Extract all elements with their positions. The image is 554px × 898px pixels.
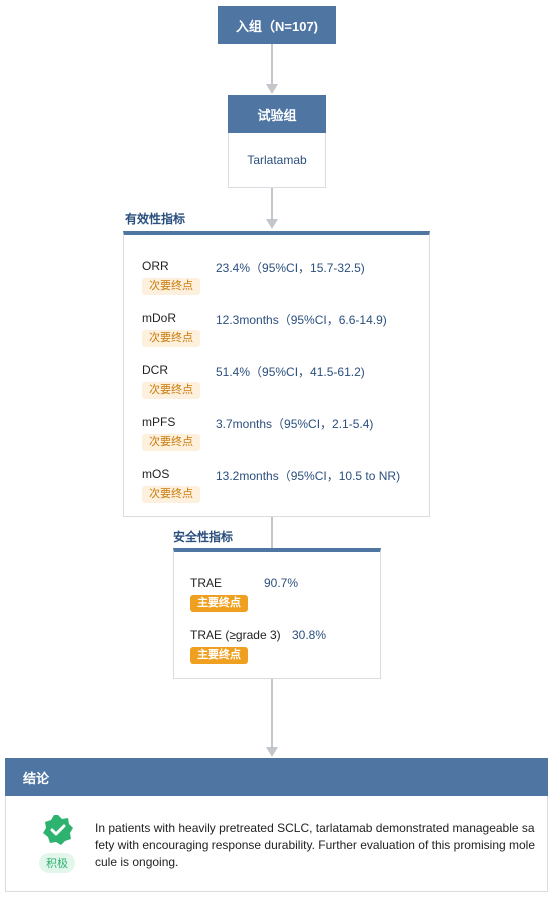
group-header-label: 试验组: [257, 107, 297, 123]
efficacy-title: 有效性指标: [125, 212, 186, 226]
enrollment-label: 入组（N=107): [236, 18, 318, 34]
positive-badge: 积极: [39, 853, 75, 873]
connector-line: [271, 679, 273, 749]
positive-check-icon: [42, 814, 74, 846]
metric-value: 13.2months（95%CI，10.5 to NR): [216, 469, 401, 483]
primary-endpoint-tag: 主要终点: [190, 647, 248, 664]
arrow-down-icon: [266, 747, 278, 757]
metric-name: TRAE: [190, 576, 223, 590]
secondary-endpoint-tag: 次要终点: [142, 434, 200, 451]
conclusion-text: In patients with heavily pretreated SCLC…: [95, 821, 536, 869]
connector-line: [271, 517, 273, 549]
conclusion-header: 结论: [5, 758, 548, 796]
metric-value: 23.4%（95%CI，15.7-32.5): [216, 261, 365, 275]
connector-line: [271, 188, 273, 221]
metric-value: 51.4%（95%CI，41.5-61.2): [216, 365, 365, 379]
group-drug: Tarlatamab: [247, 153, 307, 167]
conclusion-title: 结论: [23, 770, 50, 786]
safety-panel: TRAE 90.7% 主要终点 TRAE (≥grade 3) 30.8% 主要…: [173, 548, 381, 679]
secondary-endpoint-tag: 次要终点: [142, 382, 200, 399]
enrollment-box: 入组（N=107): [218, 6, 336, 44]
metric-name: mDoR: [142, 311, 177, 325]
safety-title: 安全性指标: [173, 530, 234, 544]
connector-line: [271, 44, 273, 86]
metric-name: ORR: [142, 259, 169, 273]
efficacy-panel: ORR 23.4%（95%CI，15.7-32.5) 次要终点 mDoR 12.…: [123, 231, 430, 517]
group-body: Tarlatamab: [228, 133, 326, 188]
secondary-endpoint-tag: 次要终点: [142, 330, 200, 347]
metric-name: mOS: [142, 467, 170, 481]
metric-name: mPFS: [142, 415, 176, 429]
arrow-down-icon: [266, 84, 278, 94]
secondary-endpoint-tag: 次要终点: [142, 486, 200, 503]
metric-name: DCR: [142, 363, 168, 377]
metric-value: 3.7months（95%CI，2.1-5.4): [216, 417, 374, 431]
group-header: 试验组: [228, 95, 326, 133]
metric-value: 30.8%: [292, 628, 327, 642]
primary-endpoint-tag: 主要终点: [190, 595, 248, 612]
metric-value: 12.3months（95%CI，6.6-14.9): [216, 313, 387, 327]
metric-value: 90.7%: [264, 576, 299, 590]
metric-name: TRAE (≥grade 3): [190, 628, 281, 642]
conclusion-body: 积极 In patients with heavily pretreated S…: [5, 796, 548, 892]
arrow-down-icon: [266, 219, 278, 229]
secondary-endpoint-tag: 次要终点: [142, 278, 200, 295]
